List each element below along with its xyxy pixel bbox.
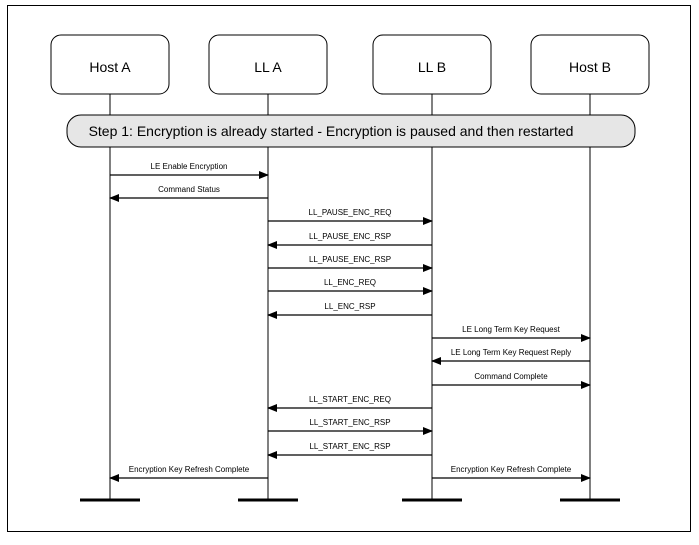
lane-label: LL B (418, 59, 446, 75)
message-label: LL_PAUSE_ENC_REQ (309, 208, 392, 217)
lane-label: Host B (569, 59, 611, 75)
message-label: LL_START_ENC_RSP (309, 418, 390, 427)
lane-label: LL A (254, 59, 282, 75)
message-label: LE Long Term Key Request (462, 325, 560, 334)
message-label: LL_START_ENC_RSP (309, 442, 390, 451)
message-arrow: LL_PAUSE_ENC_RSP (268, 255, 433, 272)
message-label: LL_ENC_REQ (324, 278, 376, 287)
message-label: LL_PAUSE_ENC_RSP (309, 232, 391, 241)
message-arrow: LL_START_ENC_RSP (267, 442, 432, 459)
message-arrow: LL_ENC_RSP (267, 302, 432, 319)
message-arrow: LL_START_ENC_REQ (267, 395, 432, 412)
message-arrow: LE Long Term Key Request Reply (431, 348, 590, 365)
message-arrow: Encryption Key Refresh Complete (109, 465, 268, 482)
message-label: LL_ENC_RSP (324, 302, 375, 311)
message-arrow: LE Long Term Key Request (432, 325, 591, 342)
message-label: Command Status (158, 185, 220, 194)
step-banner-label: Step 1: Encryption is already started - … (89, 123, 574, 139)
message-arrow: LL_ENC_REQ (268, 278, 433, 295)
step-banner: Step 1: Encryption is already started - … (66, 114, 636, 148)
lane-label: Host A (89, 59, 131, 75)
lane-ll-a: LL A (208, 34, 328, 502)
diagram-frame (7, 5, 691, 532)
message-label: Encryption Key Refresh Complete (451, 465, 572, 474)
message-arrow: LL_START_ENC_RSP (268, 418, 433, 435)
message-arrow: LL_PAUSE_ENC_REQ (268, 208, 433, 225)
message-label: Command Complete (474, 372, 548, 381)
message-label: LE Enable Encryption (151, 162, 228, 171)
message-arrow: Command Status (109, 185, 268, 202)
lane-host-b: Host B (530, 34, 650, 502)
message-label: LE Long Term Key Request Reply (451, 348, 571, 357)
message-arrow: LE Enable Encryption (110, 162, 269, 179)
message-label: Encryption Key Refresh Complete (129, 465, 250, 474)
step-banner-box (66, 114, 636, 148)
lanes-layer: Host A LL A LL B Host B (50, 34, 650, 502)
message-arrow: Encryption Key Refresh Complete (432, 465, 591, 482)
message-label: LL_PAUSE_ENC_RSP (309, 255, 391, 264)
message-arrow: LL_PAUSE_ENC_RSP (267, 232, 432, 249)
message-label: LL_START_ENC_REQ (309, 395, 391, 404)
lane-host-a: Host A (50, 34, 170, 502)
message-arrow: Command Complete (432, 372, 591, 389)
